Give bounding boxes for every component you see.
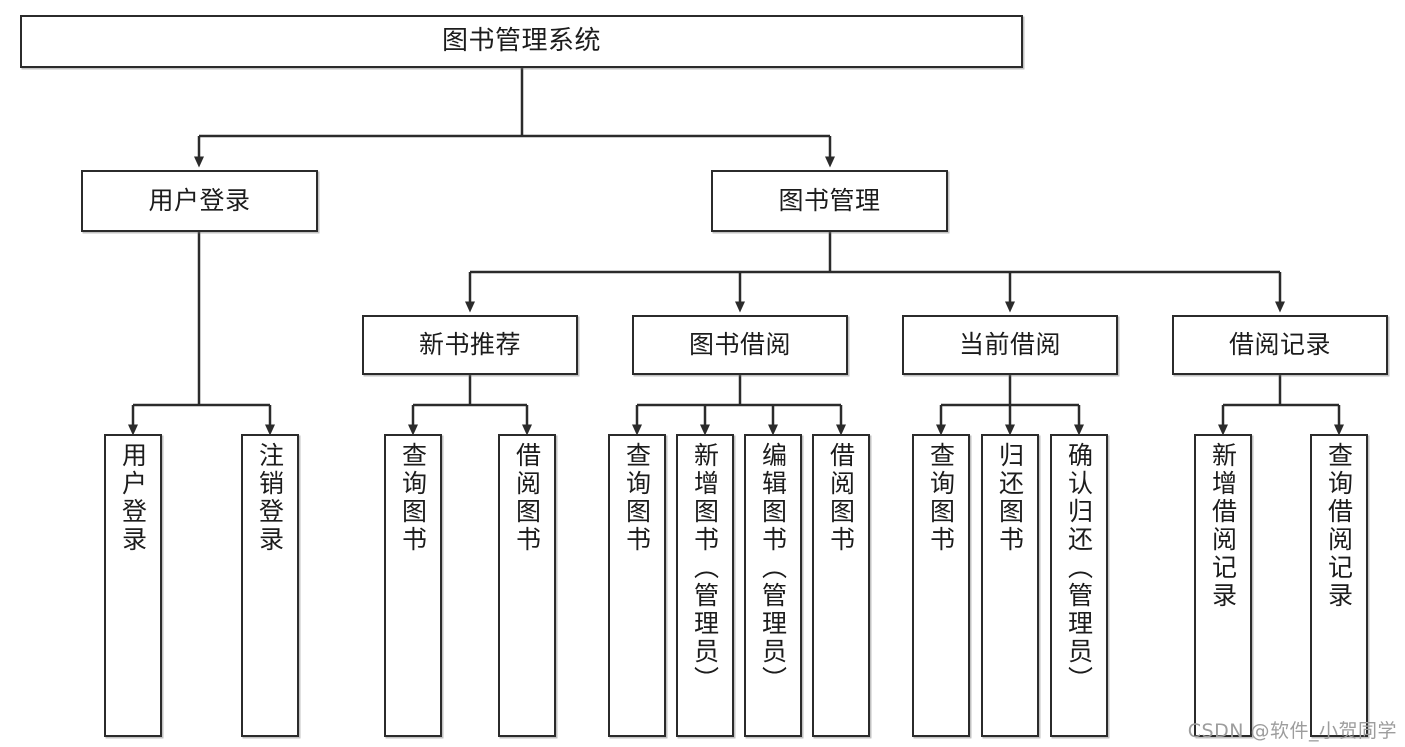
node-label: 图书借阅 [688,330,791,360]
node-label: 新书推荐 [418,330,521,360]
node-root-system[interactable]: 图书管理系统 [20,15,1023,68]
watermark-text: CSDN @软件_小贺同学 [1187,720,1397,742]
leaf-book-borrow-borrow-book[interactable]: 借阅图书 [812,434,870,737]
node-label: 注销登录 [255,442,285,554]
node-book-borrow[interactable]: 图书借阅 [632,315,848,375]
node-label: 借阅记录 [1228,330,1331,360]
leaf-new-book-query-book[interactable]: 查询图书 [384,434,442,737]
node-label: 图书管理 [778,186,881,216]
node-label: 确认归还（管理员） [1064,442,1094,694]
leaf-book-borrow-edit-book[interactable]: 编辑图书（管理员） [744,434,802,737]
node-book-management[interactable]: 图书管理 [711,170,948,232]
leaf-book-borrow-add-book[interactable]: 新增图书（管理员） [676,434,734,737]
node-label: 当前借阅 [958,330,1061,360]
leaf-current-borrow-return-book[interactable]: 归还图书 [981,434,1039,737]
node-new-book-recommend[interactable]: 新书推荐 [362,315,578,375]
leaf-user-login-logout[interactable]: 注销登录 [241,434,299,737]
leaf-user-login-login[interactable]: 用户登录 [104,434,162,737]
node-label: 用户登录 [148,186,251,216]
node-label: 归还图书 [995,442,1025,554]
leaf-current-borrow-query-book[interactable]: 查询图书 [912,434,970,737]
node-label: 用户登录 [118,442,148,554]
node-user-login[interactable]: 用户登录 [81,170,318,232]
node-borrow-record[interactable]: 借阅记录 [1172,315,1388,375]
node-label: 借阅图书 [512,442,542,554]
leaf-borrow-record-query-record[interactable]: 查询借阅记录 [1310,434,1368,737]
node-label: 查询图书 [622,442,652,554]
leaf-new-book-borrow-book[interactable]: 借阅图书 [498,434,556,737]
leaf-current-borrow-confirm-return[interactable]: 确认归还（管理员） [1050,434,1108,737]
node-label: 查询图书 [398,442,428,554]
leaf-borrow-record-add-record[interactable]: 新增借阅记录 [1194,434,1252,737]
node-label: 查询借阅记录 [1324,442,1354,610]
node-label: 新增借阅记录 [1208,442,1238,610]
leaf-book-borrow-query-book[interactable]: 查询图书 [608,434,666,737]
node-label: 新增图书（管理员） [690,442,720,694]
node-label: 图书管理系统 [441,26,601,57]
node-label: 借阅图书 [826,442,856,554]
node-label: 编辑图书（管理员） [758,442,788,694]
node-current-borrow[interactable]: 当前借阅 [902,315,1118,375]
node-label: 查询图书 [926,442,956,554]
